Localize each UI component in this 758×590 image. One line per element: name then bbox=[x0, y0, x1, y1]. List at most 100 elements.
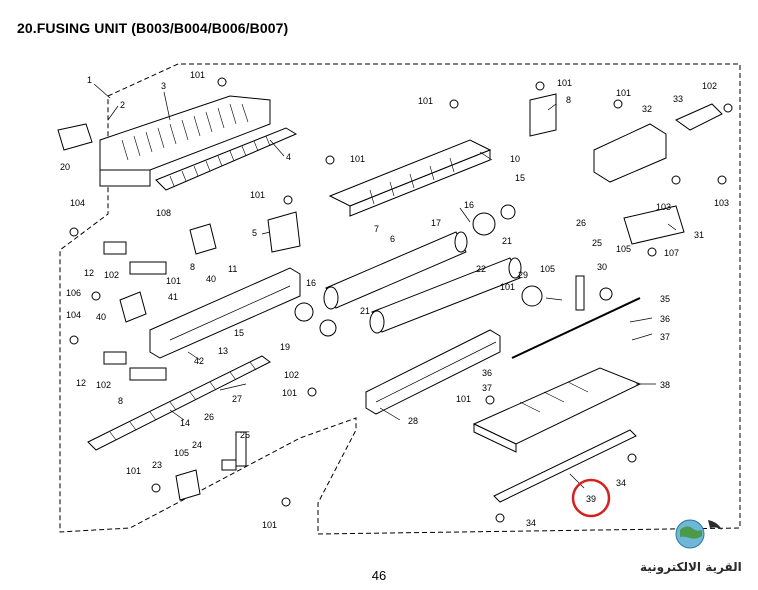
callout-label: 22 bbox=[476, 264, 486, 274]
callout-label: 29 bbox=[518, 270, 528, 280]
callout-label: 13 bbox=[218, 346, 228, 356]
callout-label: 1 bbox=[87, 75, 92, 85]
callout-label: 20 bbox=[60, 162, 70, 172]
callout-label: 101 bbox=[262, 520, 277, 530]
callout-label: 14 bbox=[180, 418, 190, 428]
callout-label: 101 bbox=[126, 466, 141, 476]
callout-label: 38 bbox=[660, 380, 670, 390]
plate-part bbox=[189, 223, 217, 255]
callout-label: 102 bbox=[702, 81, 717, 91]
callout-label: 8 bbox=[566, 95, 571, 105]
callout-label: 40 bbox=[206, 274, 216, 284]
entrance-guide-part bbox=[328, 139, 492, 217]
callout-label: 102 bbox=[104, 270, 119, 280]
callout-label: 30 bbox=[597, 262, 607, 272]
callout-label: 40 bbox=[96, 312, 106, 322]
fan-bracket-part bbox=[529, 93, 557, 137]
callout-label: 104 bbox=[70, 198, 85, 208]
page-number: 46 bbox=[371, 568, 387, 583]
callout-label: 107 bbox=[664, 248, 679, 258]
separator-plate-part bbox=[493, 429, 637, 503]
callout-label: 101 bbox=[190, 70, 205, 80]
leader-lines bbox=[93, 83, 677, 489]
callout-label: 24 bbox=[192, 440, 202, 450]
callout-label: 42 bbox=[194, 356, 204, 366]
callout-label: 10 bbox=[510, 154, 520, 164]
callout-label: 36 bbox=[482, 368, 492, 378]
callout-label: 33 bbox=[673, 94, 683, 104]
callout-label: 101 bbox=[616, 88, 631, 98]
callout-label: 101 bbox=[282, 388, 297, 398]
thermistor-bar-part bbox=[87, 355, 271, 451]
callout-label: 25 bbox=[592, 238, 602, 248]
arm-part bbox=[575, 275, 585, 311]
bearing-part bbox=[319, 319, 337, 337]
top-cover-part bbox=[99, 95, 271, 187]
callout-label: 4 bbox=[286, 152, 291, 162]
callout-label: 35 bbox=[660, 294, 670, 304]
callout-label: 34 bbox=[616, 478, 626, 488]
callout-label: 25 bbox=[240, 430, 250, 440]
callout-label: 8 bbox=[118, 396, 123, 406]
right-guide-part bbox=[593, 103, 723, 183]
callout-label: 26 bbox=[204, 412, 214, 422]
callout-label: 6 bbox=[390, 234, 395, 244]
callout-label: 102 bbox=[96, 380, 111, 390]
callout-label: 103 bbox=[656, 202, 671, 212]
exit-guide-part bbox=[472, 367, 642, 453]
globe-logo-icon bbox=[675, 519, 722, 549]
callout-label: 101 bbox=[456, 394, 471, 404]
callout-label: 105 bbox=[174, 448, 189, 458]
callout-label: 15 bbox=[515, 173, 525, 183]
callout-label: 23 bbox=[152, 460, 162, 470]
screw-parts bbox=[69, 77, 733, 523]
callout-label: 16 bbox=[464, 200, 474, 210]
collar-part bbox=[221, 459, 237, 471]
hot-roller-part bbox=[323, 231, 468, 310]
callout-label: 36 bbox=[660, 314, 670, 324]
callout-label: 8 bbox=[190, 262, 195, 272]
bracket-part bbox=[175, 469, 201, 501]
page-title: 20.FUSING UNIT (B003/B004/B006/B007) bbox=[17, 20, 289, 36]
gear-part bbox=[472, 212, 496, 236]
callout-label: 41 bbox=[168, 292, 178, 302]
gear-part bbox=[521, 285, 543, 307]
callout-label: 101 bbox=[557, 78, 572, 88]
callout-label: 101 bbox=[166, 276, 181, 286]
bracket-part bbox=[267, 211, 301, 253]
small-cover-part bbox=[57, 123, 93, 151]
callout-label: 21 bbox=[502, 236, 512, 246]
callout-label: 7 bbox=[374, 224, 379, 234]
callout-label: 37 bbox=[482, 383, 492, 393]
arm-part bbox=[235, 431, 247, 467]
bushing-part bbox=[599, 287, 613, 301]
callout-label: 101 bbox=[500, 282, 515, 292]
callout-label: 3 bbox=[161, 81, 166, 91]
lamp-holder-part bbox=[129, 367, 167, 381]
thermostat-part bbox=[623, 205, 685, 245]
bearing-part bbox=[294, 302, 314, 322]
lamp-holder-part bbox=[129, 261, 167, 275]
callout-label: 21 bbox=[360, 306, 370, 316]
callout-labels: 1 2 3 4 5 6 7 8 8 8 10 11 12 12 13 14 15… bbox=[60, 70, 729, 530]
callout-label: 27 bbox=[232, 394, 242, 404]
unit-boundary bbox=[59, 63, 741, 535]
callout-label: 15 bbox=[234, 328, 244, 338]
callout-label: 102 bbox=[284, 370, 299, 380]
callout-label: 37 bbox=[660, 332, 670, 342]
callout-label: 32 bbox=[642, 104, 652, 114]
callout-label: 28 bbox=[408, 416, 418, 426]
left-frame-part bbox=[149, 267, 301, 359]
callout-label: 5 bbox=[252, 228, 257, 238]
callout-label: 106 bbox=[66, 288, 81, 298]
callout-label: 101 bbox=[418, 96, 433, 106]
callout-label: 39 bbox=[586, 494, 596, 504]
callout-label: 17 bbox=[431, 218, 441, 228]
lower-frame-part bbox=[365, 329, 501, 415]
callout-label: 16 bbox=[306, 278, 316, 288]
watermark-text: القرية الالكترونية bbox=[640, 560, 742, 574]
pawl-shaft-part bbox=[511, 297, 641, 359]
callout-label: 101 bbox=[350, 154, 365, 164]
callout-label: 108 bbox=[156, 208, 171, 218]
callout-label: 19 bbox=[280, 342, 290, 352]
